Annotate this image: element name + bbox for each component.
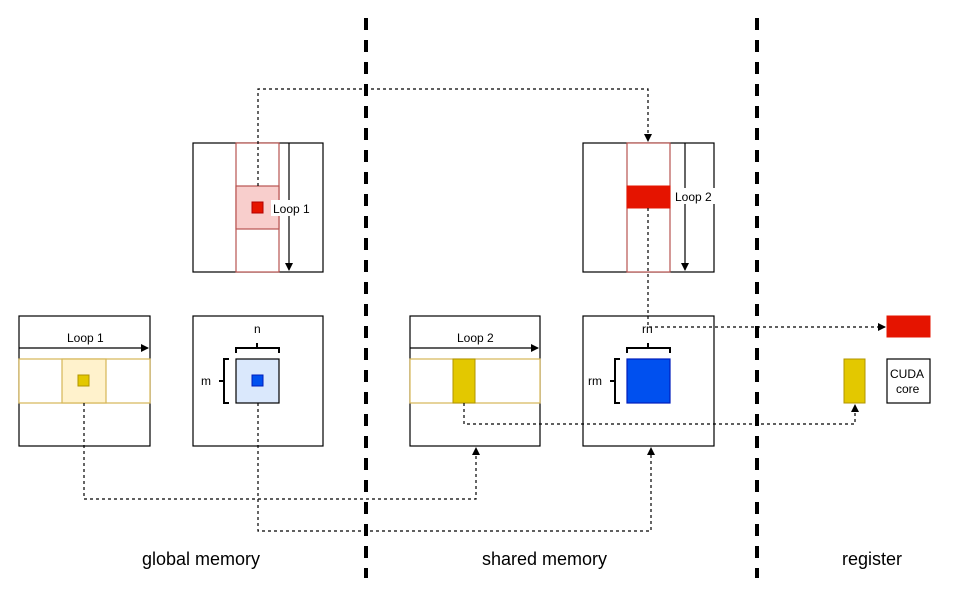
rc-block	[626, 358, 671, 404]
cuda-core-label-line2: core	[896, 382, 920, 396]
shared-matrix-b: Loop 2	[582, 142, 715, 273]
cuda-core: CUDA core	[886, 358, 931, 404]
global-matrix-b: Loop 1	[192, 142, 324, 273]
shared-a-col-fragment	[452, 358, 476, 404]
arrow-shared-a-to-register	[463, 403, 859, 425]
c-element	[251, 374, 264, 387]
m-label: m	[201, 374, 211, 388]
register-b-fragment	[886, 315, 931, 338]
global-matrix-c: n m	[192, 315, 324, 447]
a-element	[77, 374, 90, 387]
n-bracket	[235, 343, 280, 353]
register-a-fragment	[843, 358, 866, 404]
loop2-label-b: Loop 2	[675, 190, 712, 204]
arrow-shared-b-to-register	[647, 208, 886, 331]
global-matrix-a: Loop 1	[18, 315, 151, 447]
region-label-register: register	[842, 549, 902, 569]
region-label-global-memory: global memory	[142, 549, 260, 569]
region-label-shared-memory: shared memory	[482, 549, 607, 569]
m-bracket	[219, 358, 229, 404]
loop1-label-b: Loop 1	[273, 202, 310, 216]
arrow-global-a-to-shared-a	[83, 403, 480, 500]
arrow-global-b-to-shared-b	[257, 88, 652, 186]
rn-bracket	[626, 343, 671, 353]
loop1-label-a: Loop 1	[67, 331, 104, 345]
shared-matrix-c: rn rm	[582, 315, 715, 447]
arrow-global-c-to-shared-c	[257, 403, 655, 532]
rm-label: rm	[588, 374, 602, 388]
rn-label: rn	[642, 322, 653, 336]
shared-matrix-a: Loop 2	[409, 315, 541, 447]
loop2-label-a: Loop 2	[457, 331, 494, 345]
n-label: n	[254, 322, 261, 336]
rm-bracket	[610, 358, 620, 404]
shared-b-row-fragment	[626, 185, 671, 209]
cuda-core-label-line1: CUDA	[890, 367, 924, 381]
b-element	[251, 201, 264, 214]
